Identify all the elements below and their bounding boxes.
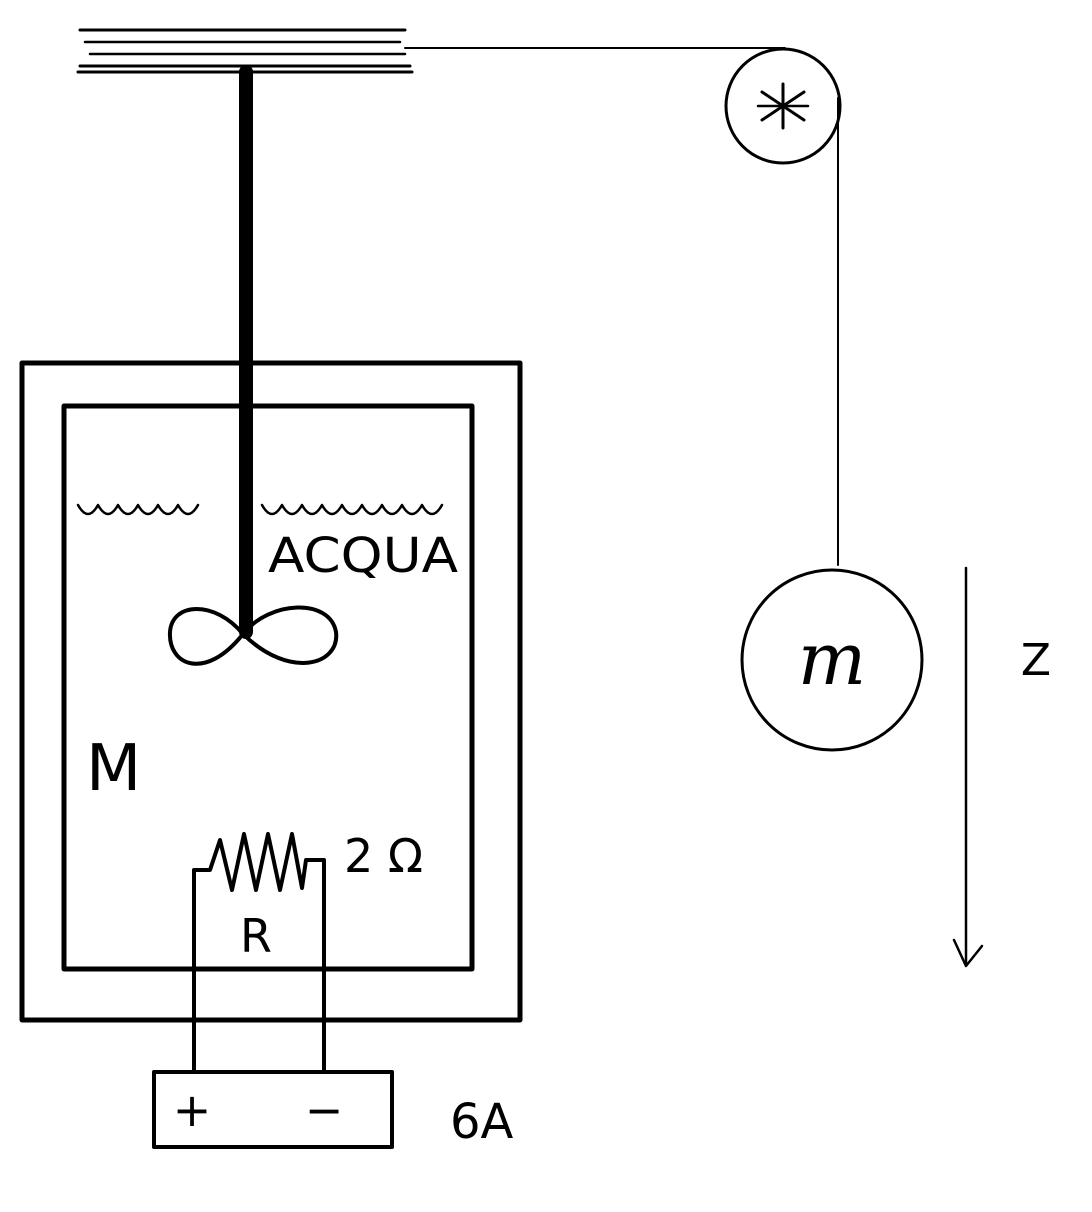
- z-axis-label: Z: [1021, 635, 1051, 686]
- pulley-axle-icon: [756, 82, 810, 130]
- negative-terminal-label: −: [305, 1083, 344, 1137]
- outer-container: [19, 360, 523, 1023]
- positive-terminal-label: +: [173, 1083, 212, 1137]
- water-label: ACQUA: [268, 528, 458, 584]
- current-label: 6A: [450, 1094, 514, 1150]
- inner-container: [61, 403, 475, 972]
- container-mass-label: M: [86, 732, 141, 806]
- z-axis-arrow: [952, 566, 984, 968]
- hanging-mass: m: [740, 568, 924, 752]
- hanging-mass-label: m: [798, 617, 866, 701]
- resistance-value-label: 2 Ω: [344, 829, 423, 883]
- water-surface: [76, 503, 444, 516]
- resistor: [192, 832, 326, 1074]
- resistor-label: R: [240, 909, 272, 963]
- pulley: [724, 47, 842, 165]
- stirrer-paddle: [167, 605, 339, 666]
- power-supply: [152, 1070, 394, 1149]
